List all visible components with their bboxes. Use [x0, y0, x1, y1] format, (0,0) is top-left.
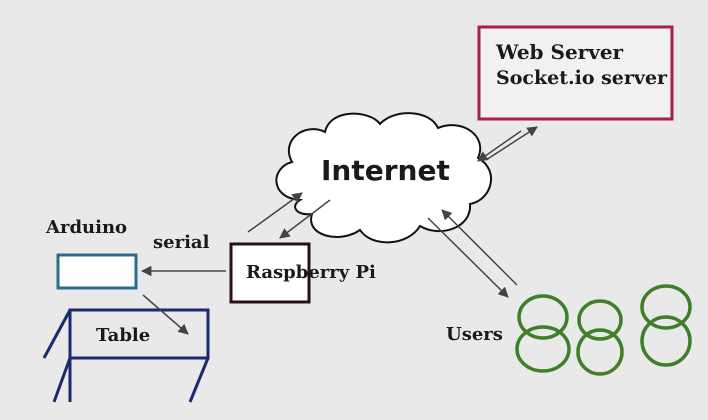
- arrow-internet-to-server: [485, 126, 538, 161]
- arrow-internet-to-pi: [279, 199, 331, 239]
- arduino-label: Arduino: [46, 217, 128, 238]
- users-label: Users: [446, 324, 503, 345]
- arrow-server-to-internet: [477, 130, 522, 162]
- arrow-internet-to-users: [427, 217, 509, 298]
- web-server-box: [477, 25, 674, 121]
- user-figure: [640, 284, 692, 367]
- web-server-label: Web Server: [496, 40, 624, 64]
- user-figure: [515, 294, 571, 373]
- table-leg: [188, 357, 210, 403]
- arrow-pi-to-internet: [247, 192, 303, 233]
- internet-label: Internet: [321, 154, 450, 187]
- table-leg: [52, 357, 72, 403]
- arduino-box: [56, 253, 138, 290]
- serial-label: serial: [153, 232, 210, 253]
- arrow-arduino-to-table: [142, 294, 189, 335]
- raspberry-pi-label: Raspberry Pi: [246, 262, 376, 283]
- arrow-users-to-internet: [441, 209, 518, 286]
- raspberry-pi-box: [229, 242, 311, 304]
- table-label: Table: [96, 325, 151, 346]
- user-figure: [576, 299, 624, 376]
- table-top: [68, 308, 210, 360]
- socketio-server-label: Socket.io server: [496, 67, 668, 89]
- table-leg: [42, 309, 72, 359]
